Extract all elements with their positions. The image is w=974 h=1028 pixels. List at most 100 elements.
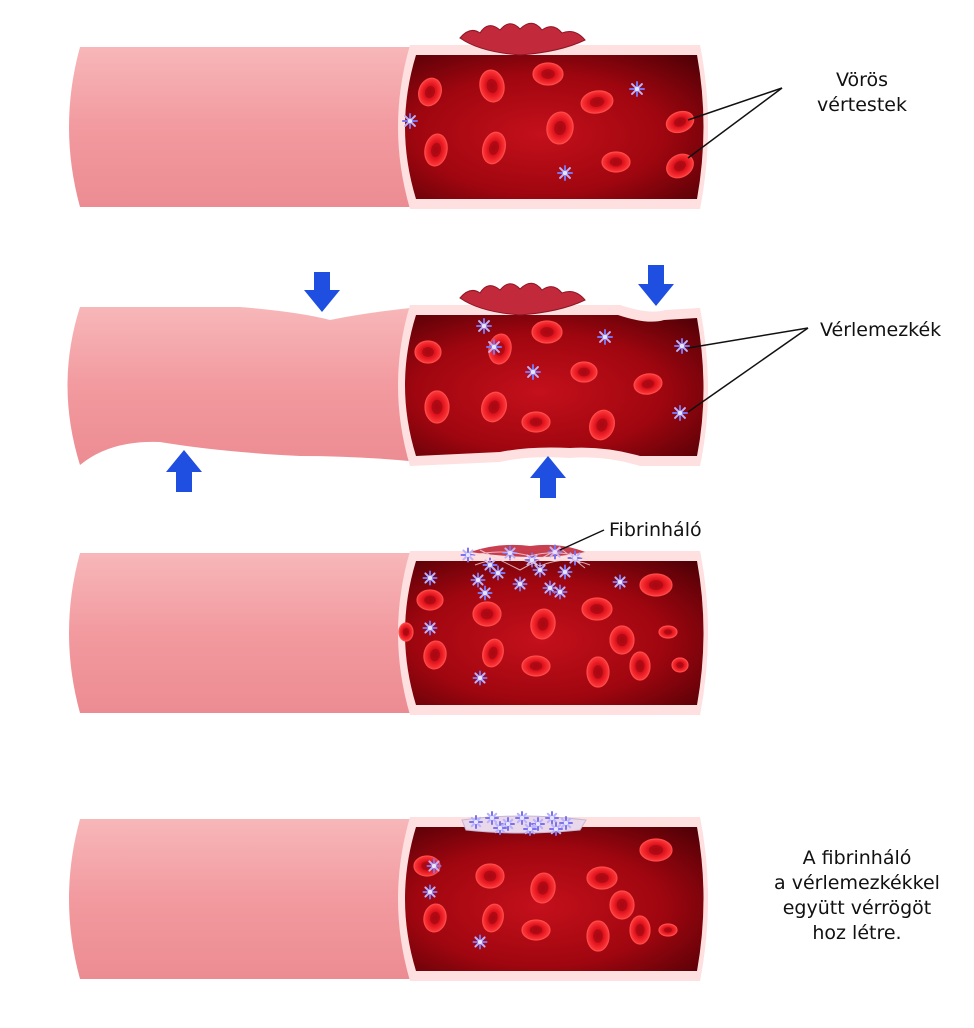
platelet-icon [597, 329, 613, 345]
red-blood-cell-center [673, 117, 687, 127]
platelet-icon [549, 822, 563, 836]
red-blood-cell-center [593, 929, 603, 943]
platelet-icon [402, 113, 418, 129]
platelet-icon [422, 570, 438, 586]
label-summary-line-4: hoz létre. [812, 922, 902, 944]
red-blood-cell-center [488, 140, 500, 156]
platelet-icon [532, 562, 548, 578]
platelet-icon [525, 364, 541, 380]
leader-line-platelets [687, 327, 809, 413]
fibrin-net [469, 547, 591, 571]
platelet-icon [531, 817, 545, 831]
vessel-outer [69, 819, 420, 979]
red-blood-cell-center [554, 120, 566, 136]
red-blood-cell-center [402, 627, 410, 637]
red-blood-cell-center [488, 400, 500, 414]
platelet-icon [472, 670, 488, 686]
platelet-icon [470, 572, 486, 588]
platelet-icon [612, 574, 628, 590]
label-red-blood-cells-line-1: Vörös [835, 69, 889, 91]
platelet-icon [422, 620, 438, 636]
red-blood-cell-center [593, 665, 603, 679]
red-blood-cell-center [537, 617, 549, 631]
red-blood-cell-center [480, 608, 494, 620]
red-blood-cell-center [529, 925, 543, 935]
vessel-outer-constricted [67, 307, 420, 465]
red-blood-cell-center [676, 661, 684, 669]
vessel-outer [69, 553, 420, 713]
platelet-icon [493, 821, 507, 835]
platelet-icon [672, 405, 688, 421]
arrow-down-icon [638, 265, 674, 306]
label-fibrin-net: Fibrinháló [609, 519, 702, 541]
red-blood-cell-center [430, 142, 442, 158]
stage-3-red-blood-cells [398, 573, 689, 688]
arrow-up-icon [166, 450, 202, 492]
constriction-arrows [166, 265, 674, 498]
stage-1-vessel [69, 22, 708, 209]
red-blood-cell-center [422, 347, 434, 357]
vessel-lumen [405, 315, 704, 456]
red-blood-cell-center [529, 661, 543, 671]
red-blood-cell-center [430, 911, 440, 925]
red-blood-cell-center [609, 157, 623, 167]
leader-line-platelets [687, 327, 809, 349]
red-blood-cell-center [595, 873, 609, 883]
stage-2-red-blood-cells [414, 320, 663, 441]
red-blood-cell-center [431, 399, 443, 415]
platelet-icon [469, 815, 483, 829]
platelet-icon [490, 565, 506, 581]
red-blood-cell-center [529, 417, 543, 427]
red-blood-cell-center [494, 342, 506, 356]
stage-3-vessel [69, 544, 708, 715]
red-blood-cell-center [424, 85, 436, 99]
platelet-icon [567, 550, 583, 566]
wound-tear [459, 282, 586, 316]
stage-2-vessel [67, 282, 708, 466]
red-blood-cell-center [424, 595, 436, 605]
arrow-down-icon [304, 272, 340, 312]
platelet-icon [422, 884, 438, 900]
platelet-icon [476, 318, 492, 334]
red-blood-cell-center [635, 923, 645, 937]
arrow-up-icon [530, 456, 566, 498]
red-blood-cell-center [483, 870, 497, 882]
platelet-icon [472, 934, 488, 950]
label-summary-line-2: a vérlemezkékkel [774, 872, 940, 894]
red-blood-cell-center [486, 78, 498, 94]
platelet-icon [501, 817, 515, 831]
platelet-icon [515, 811, 529, 825]
label-red-blood-cells: Vörös vértestek [806, 68, 918, 118]
stage-1-red-blood-cells [418, 62, 695, 179]
platelet-icon [674, 338, 690, 354]
platelet-icon [477, 585, 493, 601]
platelet-icon [545, 811, 559, 825]
red-blood-cell-center [635, 659, 645, 673]
red-blood-cell-center [540, 327, 554, 337]
platelet-icon [523, 822, 537, 836]
label-summary: A fibrinháló a vérlemezkékkel együtt vér… [768, 846, 946, 946]
label-platelets: Vérlemezkék [820, 319, 942, 341]
wound-tear [459, 22, 586, 56]
red-blood-cell-center [589, 96, 605, 108]
red-blood-cell-center [648, 845, 664, 855]
leader-line-rbc [687, 87, 783, 121]
red-blood-cell-center [648, 580, 664, 590]
platelet-icon [557, 564, 573, 580]
platelet-icon [485, 811, 499, 825]
stage-4-platelets [422, 811, 573, 950]
stage-2-platelets [476, 318, 690, 421]
vessel-outer [69, 47, 420, 207]
red-blood-cell-center [641, 379, 655, 389]
platelet-icon [552, 584, 568, 600]
platelet-icon [629, 81, 645, 97]
leader-line-fibrin [559, 529, 605, 551]
red-blood-cell-center [663, 629, 673, 635]
stage-4-red-blood-cells [413, 838, 678, 952]
red-blood-cell-center [488, 646, 498, 660]
leader-line-rbc [687, 87, 783, 159]
platelet-icon [426, 858, 442, 874]
red-blood-cell-center [590, 604, 604, 614]
